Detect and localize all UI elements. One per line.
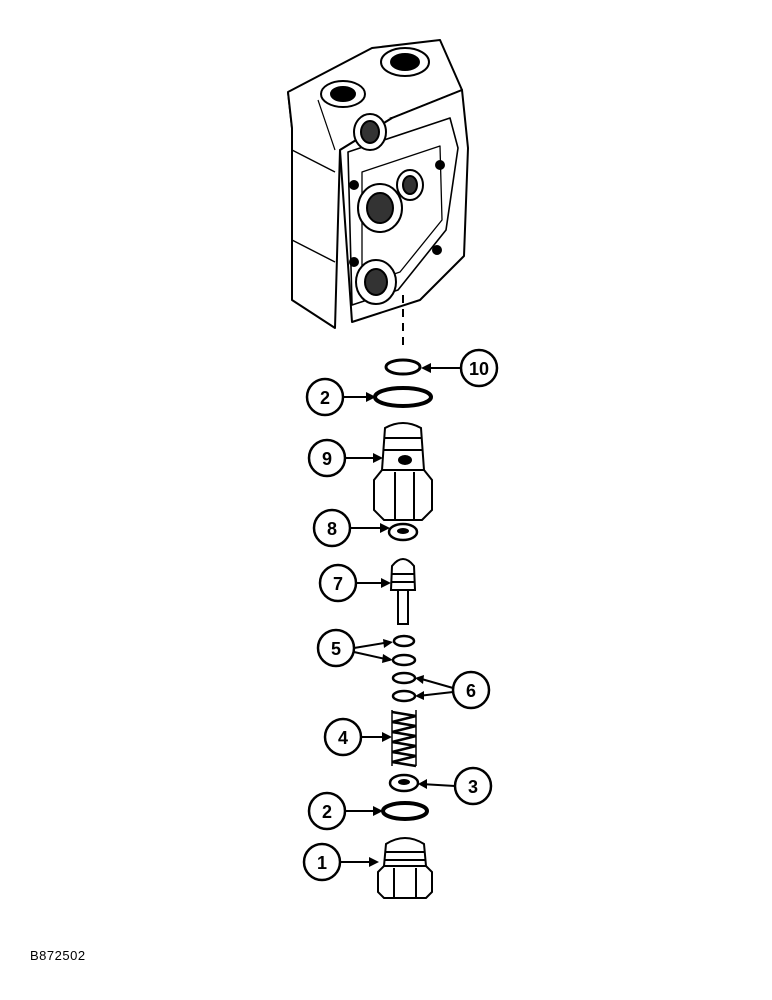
callout-label: 2 (320, 388, 330, 408)
callout-label: 10 (469, 359, 489, 379)
callout-circle-3 (453, 766, 493, 806)
callout-label: 6 (466, 681, 476, 701)
callout-circle-5 (316, 628, 356, 668)
poppet (389, 558, 417, 625)
callout-circle-10 (459, 348, 499, 388)
callout-circle-2a (305, 377, 345, 417)
callout-label: 9 (322, 449, 332, 469)
callout-circle-6 (451, 670, 491, 710)
callout-circle-8 (312, 508, 352, 548)
valve-section-housing (287, 39, 469, 329)
o-ring-small (384, 358, 422, 376)
o-ring-lower (381, 801, 429, 821)
spring (391, 710, 417, 768)
callout-circle-7 (318, 563, 358, 603)
callout-circle-4 (323, 717, 363, 757)
callout-label: 2 (322, 802, 332, 822)
seat-washer (387, 522, 419, 542)
callout-label: 8 (327, 519, 337, 539)
callout-label: 3 (468, 777, 478, 797)
spring-seat (388, 773, 420, 793)
callout-label: 1 (317, 853, 327, 873)
figure-id: B872502 (30, 948, 86, 963)
callout-circle-2b (307, 791, 347, 831)
callout-label: 7 (333, 574, 343, 594)
o-ring-upper (373, 386, 433, 408)
shim-washers-upper (391, 634, 417, 667)
callout-label: 4 (338, 728, 348, 748)
valve-body (373, 422, 433, 521)
callout-circle-1 (302, 842, 342, 882)
shim-washers-lower (391, 671, 417, 703)
plug (377, 837, 433, 899)
callout-label: 5 (331, 639, 341, 659)
callout-circle-9 (307, 438, 347, 478)
